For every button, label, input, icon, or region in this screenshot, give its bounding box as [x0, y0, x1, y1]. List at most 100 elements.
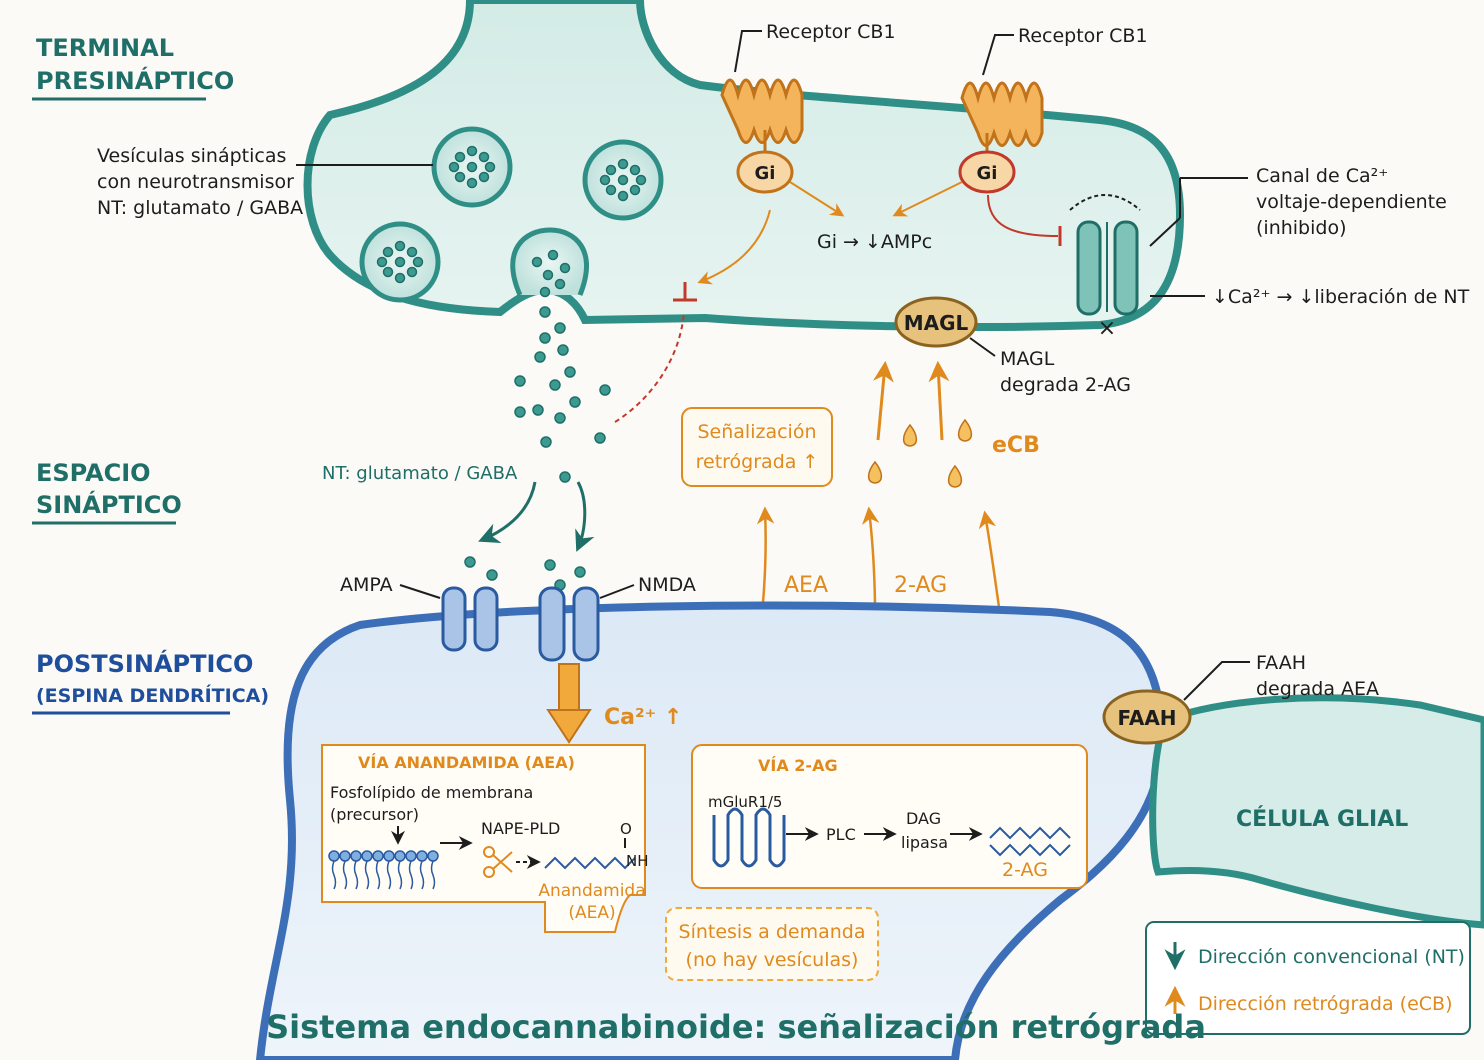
neurotransmitter-dot: [549, 379, 561, 391]
neurotransmitter-dot: [478, 151, 490, 163]
aea-pathway-title: VÍA ANANDAMIDA (AEA): [358, 753, 575, 772]
legend-retrograde: Dirección retrógrada (eCB): [1198, 993, 1453, 1015]
neurotransmitter-dot: [382, 246, 394, 258]
vesicles-label-line2: con neurotransmisor: [97, 171, 294, 193]
ca-channel-label-line3: (inhibido): [1256, 217, 1347, 239]
anandamide-structure: [544, 856, 636, 870]
ecb-arrow: [872, 360, 894, 441]
phospholipid-head: [416, 850, 428, 862]
nmda-label: NMDA: [638, 574, 696, 596]
neurotransmitter-dot: [514, 375, 526, 387]
phospholipid-tail: [364, 860, 370, 890]
neurotransmitter-dot: [466, 145, 478, 157]
dag-label-line2: lipasa: [901, 833, 948, 852]
2ag-product-label: 2-AG: [1002, 859, 1048, 881]
phospholipid-head: [350, 850, 362, 862]
phospholipid-tail: [430, 860, 436, 890]
vesicles-label-line1: Vesículas sinápticas: [97, 145, 286, 167]
leader-line: [969, 337, 996, 357]
neurotransmitter-dot: [484, 161, 496, 173]
gi-label: Gi: [977, 163, 998, 184]
nape-pld-label: NAPE-PLD: [481, 819, 560, 838]
ecb-droplet: [867, 460, 883, 484]
neurotransmitter-dot: [629, 164, 641, 176]
neurotransmitter-dot: [539, 286, 551, 298]
mglur-receptor-icon: [712, 807, 786, 868]
neurotransmitter-dot: [406, 266, 418, 278]
neurotransmitter-dot: [605, 184, 617, 196]
ca-channel-label-line2: voltaje-dependiente: [1256, 191, 1447, 213]
neurotransmitter-dot: [539, 306, 551, 318]
nmda-receptor: [538, 586, 600, 662]
retrograde-line1: Señalización: [697, 421, 816, 443]
2ag-pathway-box: VÍA 2-AG mGluR1/5 PLC DAG lipasa 2-AG: [691, 744, 1088, 889]
neurotransmitter-dot: [559, 262, 571, 274]
region-presynaptic-line2: PRESINÁPTICO: [36, 66, 234, 95]
ca-channel: ×: [1069, 194, 1141, 341]
leader-line: [599, 584, 635, 599]
gi-protein-left: Gi: [736, 150, 794, 194]
neurotransmitter-dot: [574, 566, 586, 578]
phospholipid-head: [339, 850, 351, 862]
neurotransmitter-dot: [554, 412, 566, 424]
neurotransmitter-dot: [394, 272, 406, 284]
phospholipid-head: [383, 850, 395, 862]
gi-label: Gi: [755, 163, 776, 184]
on-demand-box: Síntesis a demanda (no hay vesículas): [665, 907, 879, 981]
nt-label: NT: glutamato / GABA: [322, 463, 518, 484]
faah-desc-line2: degrada AEA: [1256, 678, 1379, 700]
neurotransmitter-dot: [564, 366, 576, 378]
gi-protein-right: Gi: [958, 150, 1016, 194]
neurotransmitter-dot: [531, 256, 543, 268]
neurotransmitter-dot: [617, 174, 629, 186]
ecb-label: eCB: [992, 433, 1040, 458]
neurotransmitter-dot: [559, 471, 571, 483]
ecb-droplets: [867, 418, 973, 488]
phospholipid-tail: [397, 860, 403, 890]
leader-line: [1149, 217, 1181, 247]
retrograde-line2: retrógrada ↑: [696, 451, 819, 473]
gi-ampc-text: Gi → ↓AMPc: [817, 231, 932, 253]
vesicles-label-line3: NT: glutamato / GABA: [97, 197, 303, 219]
neurotransmitter-dot: [599, 384, 611, 396]
neurotransmitter-dot: [486, 569, 498, 581]
neurotransmitter-dot: [557, 344, 569, 356]
region-postsynaptic-sub: (ESPINA DENDRÍTICA): [36, 684, 269, 707]
neurotransmitter-dot: [544, 559, 556, 571]
nt-arrow-to-nmda: [575, 481, 595, 552]
neurotransmitter-dot: [599, 174, 611, 186]
2ag-structure: [989, 826, 1071, 840]
released-neurotransmitter: [464, 306, 611, 591]
neurotransmitter-dot: [394, 240, 406, 252]
phospholipid-tail: [419, 860, 425, 890]
phospholipid-tail: [375, 860, 381, 890]
vesicle-contents: [376, 145, 647, 298]
retrograde-dashed-arrow: [614, 311, 685, 423]
aea-pathway-box: VÍA ANANDAMIDA (AEA) Fosfolípido de memb…: [321, 744, 649, 933]
phospholipid-head: [405, 850, 417, 862]
faah-enzyme: FAAH: [1102, 689, 1192, 745]
vesicle-fusing: [510, 227, 589, 297]
legend-conventional: Dirección convencional (NT): [1198, 946, 1465, 968]
oxygen-label: O: [620, 820, 632, 838]
neurotransmitter-dot: [547, 249, 559, 261]
aea-precursor-line1: Fosfolípido de membrana: [330, 783, 533, 802]
retrograde-signaling-box: Señalización retrógrada ↑: [681, 407, 833, 487]
ca-up-label: Ca²⁺ ↑: [604, 705, 682, 730]
magl-enzyme: MAGL: [894, 296, 978, 348]
neurotransmitter-dot: [382, 266, 394, 278]
neurotransmitter-dot: [594, 432, 606, 444]
ca-channel-label-line1: Canal de Ca²⁺: [1256, 165, 1388, 187]
neurotransmitter-dot: [554, 278, 566, 290]
gi-to-release-arrow: [697, 209, 771, 285]
glial-cell-label: CÉLULA GLIAL: [1236, 806, 1408, 832]
faah-label: FAAH: [1117, 706, 1176, 730]
phospholipid-tail: [386, 860, 392, 890]
glial-cell: [1149, 694, 1484, 929]
neurotransmitter-dot: [454, 151, 466, 163]
membrane-phospholipids: [328, 850, 439, 890]
neurotransmitter-dot: [464, 556, 476, 568]
magl-desc-line2: degrada 2-AG: [1000, 374, 1131, 396]
gi-inhibits-channel: [987, 194, 1059, 237]
